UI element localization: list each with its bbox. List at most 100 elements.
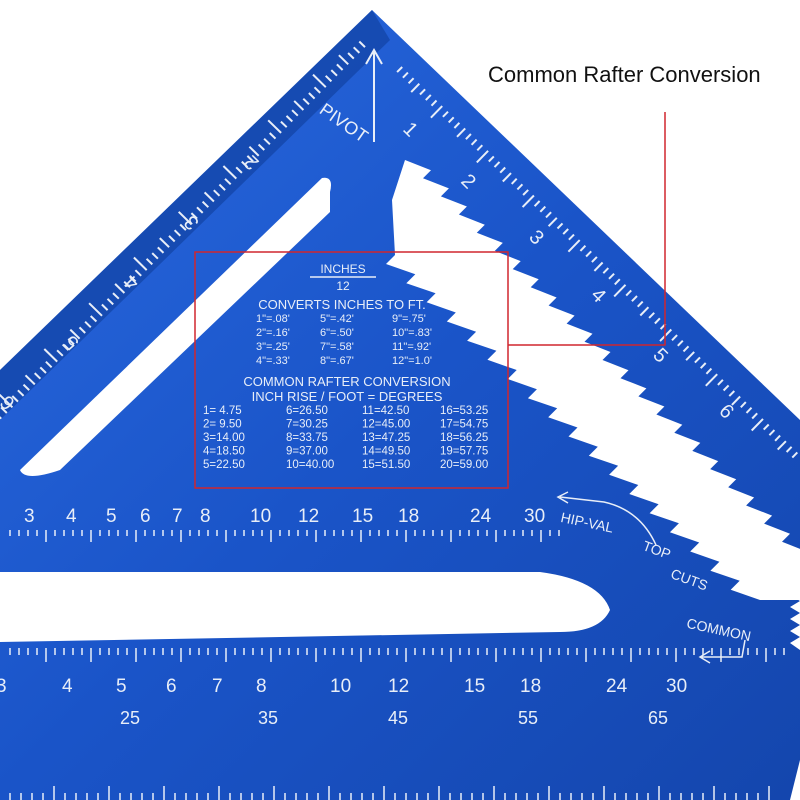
ruler-tick: [43, 348, 58, 363]
ruler-tick: [671, 334, 678, 342]
ruler-tick: [285, 115, 293, 123]
ruler-tick: [56, 349, 64, 357]
ruler-tick: [269, 132, 277, 140]
ruler-tick: [0, 393, 14, 409]
ruler-tick: [0, 406, 8, 414]
ruler-tick: [768, 429, 776, 436]
converts-cell: 9"=.75': [392, 313, 426, 325]
degree-number: 25: [120, 708, 140, 728]
rafter-cell: 13=47.25: [362, 432, 410, 444]
ruler-tick: [402, 71, 409, 79]
ruler-tick: [539, 205, 547, 213]
lower-slot-cutout: [0, 572, 610, 642]
rafter-cell: 7=30.25: [286, 419, 328, 431]
ruler-tick: [740, 401, 747, 408]
ruler-tick: [352, 46, 361, 54]
rafter-cell: 10=40.00: [286, 459, 334, 471]
rafter-cell: 14=49.50: [362, 446, 410, 458]
hip-val-arrow-icon: [556, 491, 657, 546]
ruler-tick: [129, 275, 137, 283]
rafter-subtitle: INCH RISE / FOOT = DEGREES: [252, 389, 443, 404]
ruler-tick: [591, 256, 598, 263]
diagonal-toothed-opening: [386, 160, 800, 600]
ruler-tick: [631, 295, 638, 302]
ruler-tick: [324, 75, 333, 83]
ruler-tick: [419, 88, 426, 96]
ruler-tick: [203, 191, 215, 203]
ruler-tick: [267, 119, 282, 134]
ruler-tick: [101, 303, 109, 311]
converts-cell: 11"=.92': [392, 341, 431, 353]
ruler-tick: [614, 278, 621, 286]
lower-pitch-number: 6: [166, 676, 177, 697]
ruler-tick: [90, 315, 98, 323]
ruler-tick: [302, 97, 310, 106]
rafter-cell: 3=14.00: [203, 432, 245, 444]
upper-pitch-number: 10: [250, 506, 271, 527]
ruler-tick: [776, 440, 787, 451]
ruler-tick: [133, 256, 148, 271]
ruler-tick: [722, 384, 730, 392]
ruler-tick: [308, 92, 316, 100]
upper-pitch-number: 18: [398, 506, 419, 527]
lower-pitch-number: 8: [256, 676, 267, 697]
ruler-tick: [201, 200, 210, 208]
converts-cell: 7"=.58': [320, 341, 354, 353]
ruler-tick: [625, 289, 632, 297]
lower-pitch-number: 4: [62, 676, 73, 697]
ruler-tick: [145, 258, 154, 266]
right-serrated-edge: [770, 560, 800, 650]
ruler-tick: [567, 239, 581, 253]
ruler-tick: [654, 317, 661, 325]
ruler-tick: [430, 105, 443, 119]
lower-pitch-number: 10: [330, 676, 351, 697]
ruler-tick: [547, 217, 558, 227]
ruler-tick: [106, 298, 114, 306]
ruler-tick: [222, 165, 237, 180]
callout-label: Common Rafter Conversion: [488, 62, 761, 87]
ruler-tick: [235, 166, 243, 174]
ruler-tick: [312, 73, 327, 88]
ruler-tick: [22, 383, 30, 391]
ruler-tick: [159, 237, 170, 248]
lower-pitch-number: 18: [520, 676, 541, 697]
ruler-tick: [123, 280, 131, 288]
ruler-tick: [705, 367, 713, 375]
ruler-tick: [677, 339, 684, 347]
rafter-cell: 1= 4.75: [203, 405, 242, 417]
ruler-tick: [568, 233, 575, 241]
ruler-tick: [705, 373, 718, 387]
lower-pitch-number: 3: [0, 676, 7, 697]
rafter-cell: 5=22.50: [203, 459, 245, 471]
ruler-tick: [745, 407, 753, 414]
degree-number: 55: [518, 708, 538, 728]
bottom-right-background: [790, 760, 800, 800]
ruler-tick: [410, 83, 421, 93]
converts-cell: 1"=.08': [256, 313, 290, 325]
ruler-tick: [685, 351, 695, 361]
ruler-tick: [608, 272, 615, 280]
callout-highlight-box: [194, 251, 509, 489]
ruler-tick: [168, 235, 176, 243]
ruler-tick: [636, 300, 644, 308]
ruler-tick: [338, 54, 349, 66]
lower-pitch-number: 12: [388, 676, 409, 697]
ruler-tick: [774, 434, 781, 442]
ruler-tick: [751, 412, 758, 420]
ruler-tick: [522, 189, 529, 196]
converts-cell: 8"=.67': [320, 355, 354, 367]
ruler-tick: [241, 160, 249, 168]
degree-number: 35: [258, 708, 278, 728]
converts-cell: 6"=.50': [320, 327, 354, 339]
lower-pitch-number: 15: [464, 676, 485, 697]
upper-pitch-number: 12: [298, 506, 319, 527]
ruler-tick: [430, 99, 438, 107]
ruler-tick: [112, 292, 120, 300]
ruler-tick: [177, 211, 193, 226]
ruler-tick: [521, 194, 535, 208]
ruler-tick: [510, 178, 518, 185]
converts-cell: 2"=.16': [256, 327, 290, 339]
ruler-tick: [593, 261, 604, 272]
